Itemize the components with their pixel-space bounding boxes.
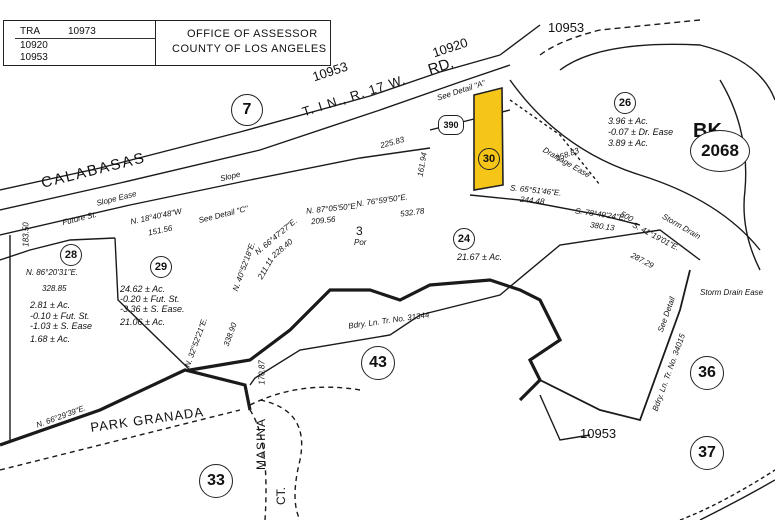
road-curve-right bbox=[509, 79, 761, 251]
parcel-43: 43 bbox=[361, 346, 395, 380]
acreage-28-2: -0.10 ± Fut. St. bbox=[30, 311, 90, 321]
parcel-24-boundary bbox=[249, 229, 701, 386]
tra-zone-bottom: 10953 bbox=[580, 426, 617, 441]
acreage-28-3: -1.03 ± S. Ease bbox=[30, 321, 92, 331]
acreage-26-1: 3.96 ± Ac. bbox=[608, 116, 649, 126]
road-masina: MASINA bbox=[254, 417, 268, 470]
road-bottom-right bbox=[699, 479, 775, 520]
parcel-30: 30 bbox=[478, 148, 500, 170]
parcel-28-boundary bbox=[0, 237, 116, 261]
tra-code-1: 10973 bbox=[68, 26, 96, 37]
road-edge-lower bbox=[0, 147, 431, 236]
header-divider bbox=[155, 20, 156, 66]
parcel-28: 28 bbox=[60, 244, 82, 266]
masina-ct-dashed bbox=[249, 409, 267, 520]
parcel-24-north bbox=[469, 194, 641, 226]
park-granada-dashed bbox=[0, 409, 241, 471]
road-right-edge bbox=[559, 43, 775, 101]
parcel-390: 390 bbox=[438, 115, 464, 135]
tra-separator bbox=[15, 38, 155, 39]
road-right-edge-2 bbox=[719, 79, 761, 271]
road-bottom-right-2 bbox=[679, 469, 775, 520]
tra-label: TRA bbox=[20, 26, 40, 37]
tra-code-2: 10920 bbox=[20, 40, 48, 51]
acreage-29-4: 21.06 ± Ac. bbox=[120, 317, 166, 327]
masina-ct-dashed-2 bbox=[259, 399, 303, 520]
acreage-29-3: -3.36 ± S. Ease. bbox=[120, 304, 185, 314]
tract-31344-boundary bbox=[189, 278, 563, 402]
header-block: TRA 10973 10920 10953 OFFICE OF ASSESSOR… bbox=[0, 0, 331, 68]
road-dashed-mid bbox=[249, 386, 361, 406]
acreage-24: 21.67 ± Ac. bbox=[457, 252, 503, 262]
parcel-30-highlight bbox=[473, 86, 504, 191]
parcel-37: 37 bbox=[690, 436, 724, 470]
tra-leader-top bbox=[499, 24, 541, 56]
tra-leader-bottom bbox=[539, 394, 591, 441]
bearing-6: N. 86°20'31"E. bbox=[26, 268, 79, 277]
parcel-26: 26 bbox=[614, 92, 636, 114]
parcel-3: 3 bbox=[356, 224, 363, 238]
office-line-1: OFFICE OF ASSESSOR bbox=[187, 28, 318, 40]
road-curve-outer bbox=[539, 19, 701, 56]
road-edge-north bbox=[0, 54, 501, 191]
distance-13: 170.87 bbox=[257, 360, 267, 385]
note-storm-drain-ease: Storm Drain Ease bbox=[700, 288, 764, 297]
book-number: 2068 bbox=[690, 130, 750, 172]
tract-34015-boundary bbox=[539, 269, 691, 422]
acreage-29-2: -0.20 ± Fut. St. bbox=[120, 294, 180, 304]
acreage-28-1: 2.81 ± Ac. bbox=[30, 300, 71, 310]
distance-14: 183.50 bbox=[21, 222, 31, 247]
acreage-29-1: 24.62 ± Ac. bbox=[120, 284, 166, 294]
distance-6: 328.85 bbox=[42, 284, 67, 293]
parcel-36: 36 bbox=[690, 356, 724, 390]
parcel-7: 7 bbox=[231, 94, 263, 126]
drainage-line bbox=[509, 99, 601, 186]
office-line-2: COUNTY OF LOS ANGELES bbox=[172, 43, 327, 55]
header-frame bbox=[3, 20, 331, 66]
parcel-24: 24 bbox=[453, 228, 475, 250]
tract-31344-left bbox=[0, 368, 252, 447]
parcel-33: 33 bbox=[199, 464, 233, 498]
acreage-26-2: -0.07 ± Dr. Ease bbox=[608, 127, 674, 137]
parcel-3-por: Por bbox=[354, 238, 367, 247]
acreage-28-4: 1.68 ± Ac. bbox=[30, 334, 71, 344]
acreage-26-3: 3.89 ± Ac. bbox=[608, 138, 649, 148]
tra-code-3: 10953 bbox=[20, 52, 48, 63]
parcel-28-29-line bbox=[114, 237, 191, 371]
road-edge-upper bbox=[0, 64, 511, 211]
road-masina-ct: CT. bbox=[274, 487, 288, 505]
tra-zone-top-right: 10953 bbox=[548, 20, 585, 35]
parcel-29: 29 bbox=[150, 256, 172, 278]
